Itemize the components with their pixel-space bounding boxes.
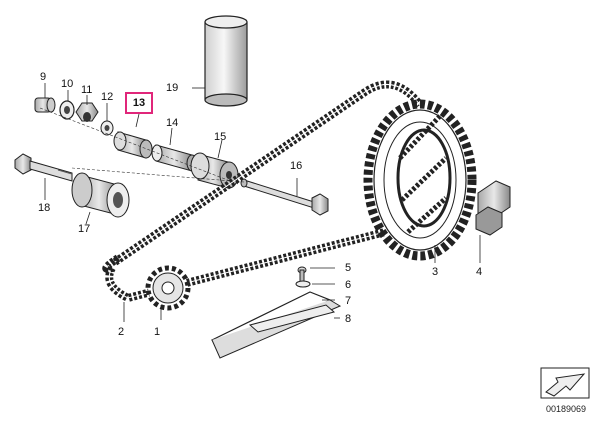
part-17-roller [71, 172, 130, 218]
part-6-washer [295, 280, 311, 288]
part-3-rear-sprocket [363, 99, 477, 261]
label-part-19[interactable]: 19 [166, 82, 179, 94]
label-part-13-highlighted[interactable]: 13 [125, 92, 153, 114]
label-part-12[interactable]: 12 [101, 91, 114, 103]
label-part-6[interactable]: 6 [345, 279, 352, 291]
part-5-screw [297, 266, 307, 283]
part-12-washer [100, 120, 114, 136]
part-14-bushing [151, 144, 198, 172]
label-part-10[interactable]: 10 [61, 78, 74, 90]
label-part-18[interactable]: 18 [38, 202, 51, 214]
label-part-15[interactable]: 15 [214, 131, 227, 143]
label-part-5[interactable]: 5 [345, 262, 352, 274]
label-part-16[interactable]: 16 [290, 160, 303, 172]
part-8-slider [248, 304, 336, 333]
label-part-7[interactable]: 7 [345, 295, 352, 307]
part-9-cap [34, 97, 56, 113]
part-18-bolt [14, 153, 73, 182]
label-part-8[interactable]: 8 [345, 313, 352, 325]
label-part-3[interactable]: 3 [432, 266, 439, 278]
part-2-chain [102, 80, 424, 303]
label-part-14[interactable]: 14 [166, 117, 179, 129]
part-13-spacer [113, 131, 153, 159]
label-part-1[interactable]: 1 [154, 326, 161, 338]
part-4-damper [475, 180, 511, 236]
label-part-17[interactable]: 17 [78, 223, 91, 235]
part-19-sleeve [204, 15, 248, 107]
label-part-4[interactable]: 4 [476, 266, 483, 278]
part-11-nut [75, 102, 99, 122]
arrow-icon [540, 367, 590, 399]
part-16-axle-bolt [240, 178, 329, 216]
diagram-number: 00189069 [546, 404, 587, 414]
label-part-2[interactable]: 2 [118, 326, 125, 338]
part-1-front-sprocket [145, 265, 191, 311]
alignment-lines [39, 107, 245, 185]
label-part-9[interactable]: 9 [40, 71, 47, 83]
part-10-washer [59, 100, 75, 120]
label-part-11[interactable]: 11 [81, 84, 93, 96]
